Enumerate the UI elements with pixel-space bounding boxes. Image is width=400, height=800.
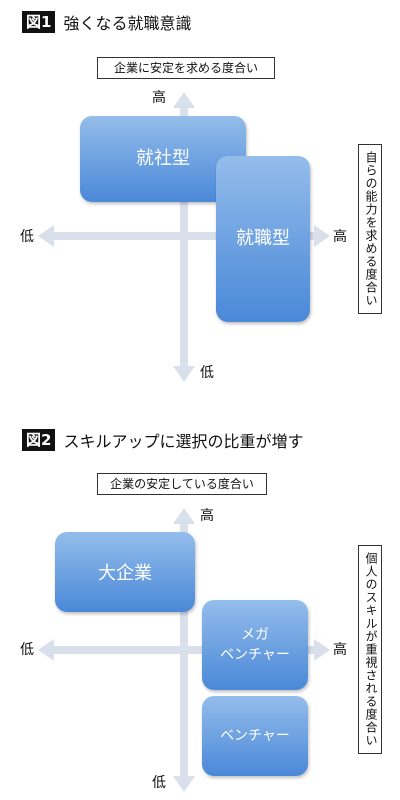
fig2-horizontal-axis-label: 個人のスキルが重視される度合い [358, 545, 382, 754]
block-mega-venture-line1: メガ [241, 627, 269, 643]
fig1-badge: 図1 [22, 11, 56, 33]
fig1-vertical-axis-label: 企業に安定を求める度合い [97, 57, 275, 79]
fig2-left-label: 低 [20, 642, 34, 658]
block-mega-venture-line2: ベンチャー [220, 647, 290, 663]
fig1-bottom-label: 低 [200, 365, 214, 381]
fig1-top-label: 高 [152, 90, 166, 106]
block-shusha-label: 就社型 [136, 148, 190, 169]
fig2-horizontal-axis [38, 639, 330, 661]
fig2-badge: 図2 [22, 429, 56, 451]
fig2-bottom-label: 低 [152, 775, 166, 791]
fig2-top-label: 高 [200, 508, 214, 524]
block-mega-venture: メガ ベンチャー [202, 600, 308, 690]
block-daikigyo-label: 大企業 [98, 563, 152, 584]
fig2-title: スキルアップに選択の比重が増す [63, 432, 304, 451]
fig1-right-label: 高 [333, 229, 347, 245]
fig2-vertical-axis-label: 企業の安定している度合い [97, 473, 267, 495]
fig1-header: 図1 強くなる就職意識 [22, 10, 191, 34]
fig2-right-label: 高 [333, 642, 347, 658]
block-venture-label: ベンチャー [220, 728, 290, 744]
block-daikigyo: 大企業 [55, 532, 195, 612]
fig1-left-label: 低 [20, 229, 34, 245]
block-venture: ベンチャー [202, 696, 308, 776]
fig1-horizontal-axis-label: 自らの能力を求める度合い [358, 144, 382, 314]
fig2-header: 図2 スキルアップに選択の比重が増す [22, 428, 303, 452]
block-shushoku-label: 就職型 [236, 228, 290, 249]
fig1-horizontal-axis [38, 225, 330, 247]
block-shushoku-type: 就職型 [216, 156, 310, 322]
fig1-title: 強くなる就職意識 [63, 14, 192, 33]
